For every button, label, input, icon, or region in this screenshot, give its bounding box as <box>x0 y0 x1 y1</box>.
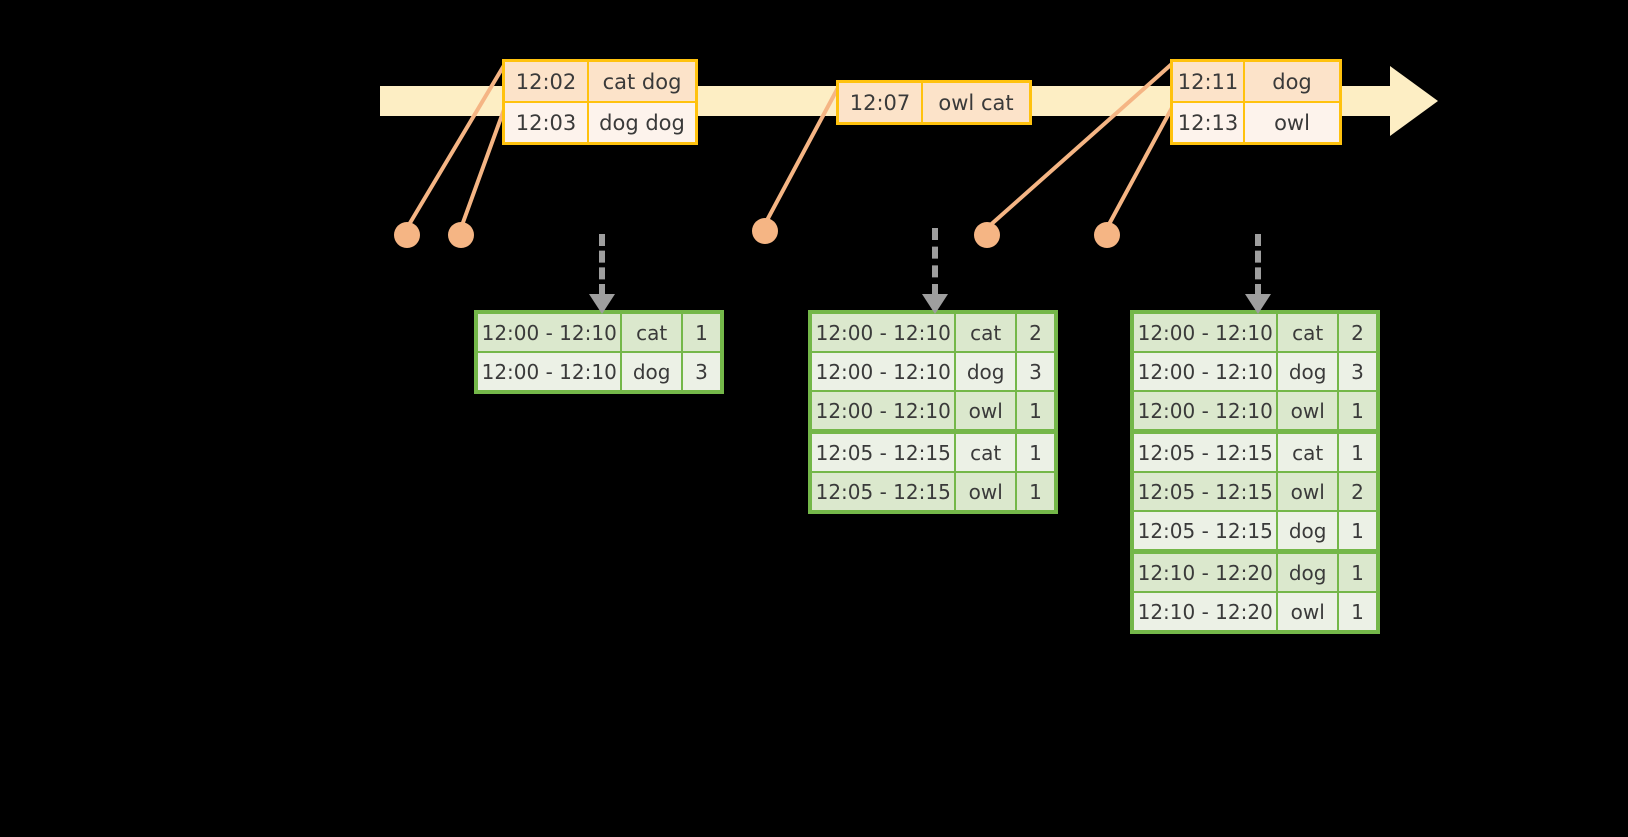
cell-word: cat <box>956 434 1015 471</box>
cell-count: 1 <box>1338 554 1376 591</box>
cell-word: cat <box>956 314 1015 351</box>
cell-window: 12:05 - 12:15 <box>1134 473 1277 510</box>
arrow-head-icon <box>1245 294 1271 314</box>
event-box-2: 12:07 owl cat <box>836 80 1032 125</box>
event-words: owl <box>1274 110 1310 135</box>
event-box-3: 12:11 dog 12:13 owl <box>1170 59 1342 145</box>
arrow-head-icon <box>589 294 615 314</box>
arrow-shaft <box>932 228 938 296</box>
cell-word: cat <box>622 314 681 351</box>
cell-count: 1 <box>1338 434 1376 471</box>
cell-window: 12:00 - 12:10 <box>478 314 621 351</box>
connector-dot-2 <box>448 222 474 248</box>
event-words: owl cat <box>938 90 1014 115</box>
cell-word: owl <box>1278 593 1337 630</box>
connector-dot-1 <box>394 222 420 248</box>
cell-word: owl <box>956 473 1015 510</box>
cell-window: 12:00 - 12:10 <box>812 353 955 390</box>
cell-count: 1 <box>1016 392 1054 429</box>
cell-window: 12:05 - 12:15 <box>1134 434 1277 471</box>
cell-window: 12:10 - 12:20 <box>1134 554 1277 591</box>
event-row: 12:13 owl <box>1173 101 1339 142</box>
down-arrow-table-1 <box>589 234 615 314</box>
cell-count: 2 <box>1016 314 1054 351</box>
event-time: 12:07 <box>839 83 923 122</box>
arrow-shaft <box>599 234 605 296</box>
cell-window: 12:00 - 12:10 <box>1134 353 1277 390</box>
cell-word: dog <box>956 353 1015 390</box>
event-row: 12:03 dog dog <box>505 101 695 142</box>
cell-word: dog <box>1278 512 1337 549</box>
cell-word: dog <box>1278 353 1337 390</box>
cell-window: 12:00 - 12:10 <box>1134 392 1277 429</box>
arrow-head-icon <box>922 294 948 314</box>
cell-window: 12:00 - 12:10 <box>478 353 621 390</box>
event-box-1: 12:02 cat dog 12:03 dog dog <box>502 59 698 145</box>
event-row: 12:02 cat dog <box>505 62 695 101</box>
event-time: 12:03 <box>505 103 589 142</box>
event-time: 12:11 <box>1173 62 1245 101</box>
connector-line-2 <box>459 102 508 230</box>
down-arrow-table-3 <box>1245 234 1271 314</box>
cell-word: owl <box>1278 473 1337 510</box>
event-row: 12:07 owl cat <box>839 83 1029 122</box>
cell-count: 1 <box>1016 434 1054 471</box>
cell-word: owl <box>1278 392 1337 429</box>
cell-count: 1 <box>682 314 720 351</box>
connector-dot-3 <box>752 218 778 244</box>
cell-count: 3 <box>682 353 720 390</box>
cell-word: cat <box>1278 434 1337 471</box>
cell-window: 12:05 - 12:15 <box>1134 512 1277 549</box>
cell-window: 12:05 - 12:15 <box>812 434 955 471</box>
cell-word: cat <box>1278 314 1337 351</box>
cell-count: 1 <box>1338 512 1376 549</box>
event-words: dog <box>1272 69 1312 94</box>
connector-line-5 <box>1105 102 1176 230</box>
down-arrow-table-2 <box>922 228 948 314</box>
cell-window: 12:00 - 12:10 <box>1134 314 1277 351</box>
event-words: dog dog <box>599 110 685 135</box>
cell-count: 1 <box>1338 593 1376 630</box>
cell-window: 12:00 - 12:10 <box>812 314 955 351</box>
cell-count: 1 <box>1338 392 1376 429</box>
cell-word: dog <box>1278 554 1337 591</box>
cell-window: 12:05 - 12:15 <box>812 473 955 510</box>
cell-count: 3 <box>1338 353 1376 390</box>
cell-count: 1 <box>1016 473 1054 510</box>
cell-window: 12:10 - 12:20 <box>1134 593 1277 630</box>
connector-dot-5 <box>1094 222 1120 248</box>
event-time: 12:13 <box>1173 103 1245 142</box>
cell-word: owl <box>956 392 1015 429</box>
cell-count: 2 <box>1338 473 1376 510</box>
cell-count: 2 <box>1338 314 1376 351</box>
cell-word: dog <box>622 353 681 390</box>
event-time: 12:02 <box>505 62 589 101</box>
timeline-arrow-head <box>1390 66 1438 136</box>
cell-count: 3 <box>1016 353 1054 390</box>
event-words: cat dog <box>602 69 682 94</box>
connector-dot-4 <box>974 222 1000 248</box>
arrow-shaft <box>1255 234 1261 296</box>
cell-window: 12:00 - 12:10 <box>812 392 955 429</box>
event-row: 12:11 dog <box>1173 62 1339 101</box>
